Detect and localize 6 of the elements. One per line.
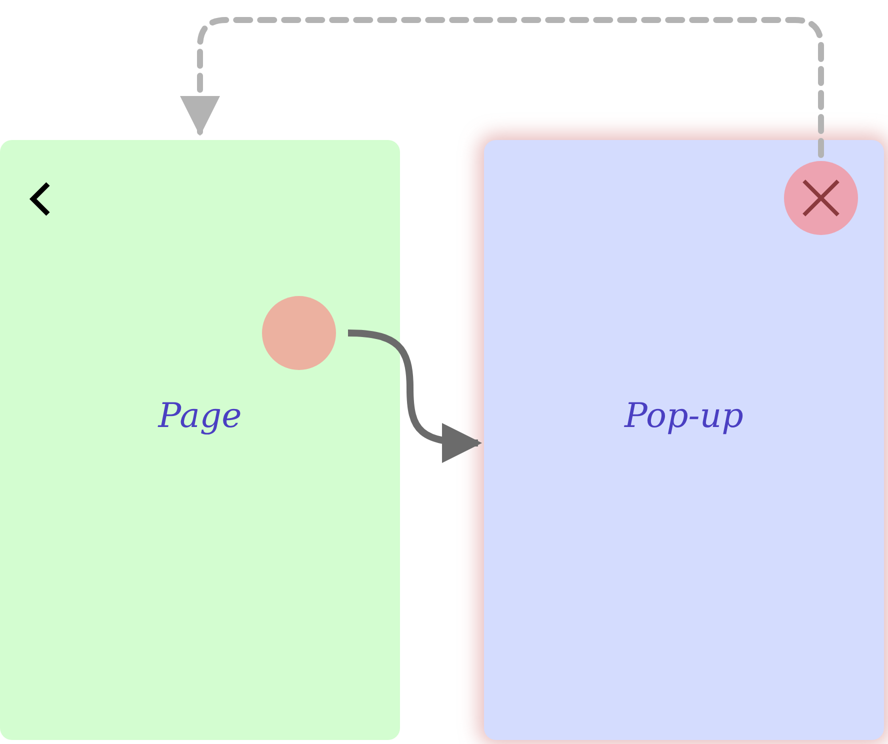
arrow (180, 17, 824, 158)
arrow (348, 330, 482, 462)
popup-panel (484, 140, 884, 740)
node-label: Page (156, 396, 243, 436)
node-label: Pop-up (623, 396, 744, 436)
page-panel (0, 140, 400, 740)
